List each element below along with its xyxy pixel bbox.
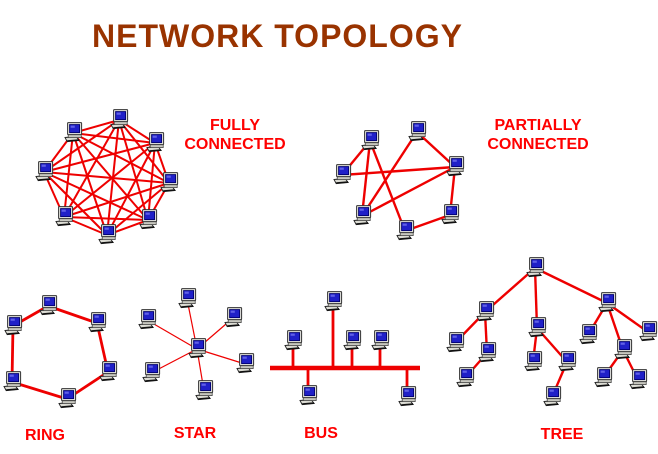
ring-edge <box>11 380 68 401</box>
desktop-computer-icon <box>284 330 303 351</box>
partially-connected-nodes <box>333 121 465 241</box>
label-fully-line1: FULLY <box>209 117 261 134</box>
desktop-computer-icon <box>99 361 118 382</box>
desktop-computer-icon <box>142 362 161 383</box>
desktop-computer-icon <box>353 205 372 226</box>
desktop-computer-icon <box>456 367 475 388</box>
desktop-computer-icon <box>558 351 577 372</box>
fully-connected-edges <box>43 119 170 236</box>
desktop-computer-icon <box>543 386 562 407</box>
fully-connected-edge <box>72 132 156 144</box>
label-fully-line2: CONNECTED <box>184 136 286 153</box>
desktop-computer-icon <box>476 301 495 322</box>
label-fully-connected: FULLY CONNECTED <box>179 116 291 154</box>
desktop-computer-icon <box>110 109 129 130</box>
tree-edge <box>534 266 608 305</box>
ring-nodes <box>3 295 118 409</box>
fully-connected-edge <box>43 171 108 236</box>
desktop-computer-icon <box>224 307 243 328</box>
desktop-computer-icon <box>178 288 197 309</box>
partially-connected-edge <box>360 140 372 217</box>
desktop-computer-icon <box>446 332 465 353</box>
desktop-computer-icon <box>58 388 77 409</box>
desktop-computer-icon <box>524 351 543 372</box>
desktop-computer-icon <box>614 339 633 360</box>
desktop-computer-icon <box>526 257 545 278</box>
nodes-layer <box>3 109 658 409</box>
desktop-computer-icon <box>396 220 415 241</box>
desktop-computer-icon <box>446 156 465 177</box>
fully-connected-edge <box>118 119 149 221</box>
desktop-computer-icon <box>3 371 22 392</box>
label-tree: TREE <box>540 426 584 443</box>
desktop-computer-icon <box>88 312 107 333</box>
desktop-computer-icon <box>579 324 598 345</box>
desktop-computer-icon <box>98 224 117 245</box>
desktop-computer-icon <box>594 367 613 388</box>
desktop-computer-icon <box>629 369 648 390</box>
partially-connected-edge <box>361 165 456 218</box>
desktop-computer-icon <box>371 330 390 351</box>
desktop-computer-icon <box>478 342 497 363</box>
fully-connected-edge <box>43 119 120 173</box>
desktop-computer-icon <box>441 204 460 225</box>
desktop-computer-icon <box>160 172 179 193</box>
partially-connected-edge <box>368 140 407 232</box>
fully-connected-edge <box>43 171 149 221</box>
desktop-computer-icon <box>236 353 255 374</box>
fully-connected-edge <box>43 142 156 173</box>
desktop-computer-icon <box>639 321 658 342</box>
desktop-computer-icon <box>188 338 207 359</box>
edges-layer <box>10 119 649 401</box>
desktop-computer-icon <box>39 295 58 316</box>
fully-connected-edge <box>63 182 170 218</box>
tree-nodes <box>446 257 658 407</box>
desktop-computer-icon <box>138 309 157 330</box>
fully-connected-edge <box>72 132 149 221</box>
desktop-computer-icon <box>139 209 158 230</box>
desktop-computer-icon <box>299 385 318 406</box>
desktop-computer-icon <box>55 206 74 227</box>
label-partially-line2: CONNECTED <box>487 136 589 153</box>
fully-connected-edge <box>43 171 170 184</box>
label-ring: RING <box>25 427 65 444</box>
desktop-computer-icon <box>343 330 362 351</box>
desktop-computer-icon <box>361 130 380 151</box>
label-partially-connected: PARTIALLY CONNECTED <box>478 116 598 154</box>
star-nodes <box>138 288 255 401</box>
desktop-computer-icon <box>333 164 352 185</box>
fully-connected-edge <box>106 182 170 236</box>
partially-connected-edge <box>341 165 456 177</box>
fully-connected-edge <box>63 216 149 221</box>
desktop-computer-icon <box>398 386 417 407</box>
bus-nodes <box>284 291 417 407</box>
page-title: NETWORK TOPOLOGY <box>92 18 463 54</box>
label-bus: BUS <box>304 425 338 442</box>
desktop-computer-icon <box>324 291 343 312</box>
label-star: STAR <box>173 425 217 442</box>
tree-edges <box>454 266 649 398</box>
label-partially-line1: PARTIALLY <box>494 117 582 134</box>
desktop-computer-icon <box>195 380 214 401</box>
desktop-computer-icon <box>146 132 165 153</box>
desktop-computer-icon <box>4 315 23 336</box>
fully-connected-edge <box>63 142 156 218</box>
partially-connected-edge <box>416 131 456 168</box>
partially-connected-edge <box>360 131 419 217</box>
